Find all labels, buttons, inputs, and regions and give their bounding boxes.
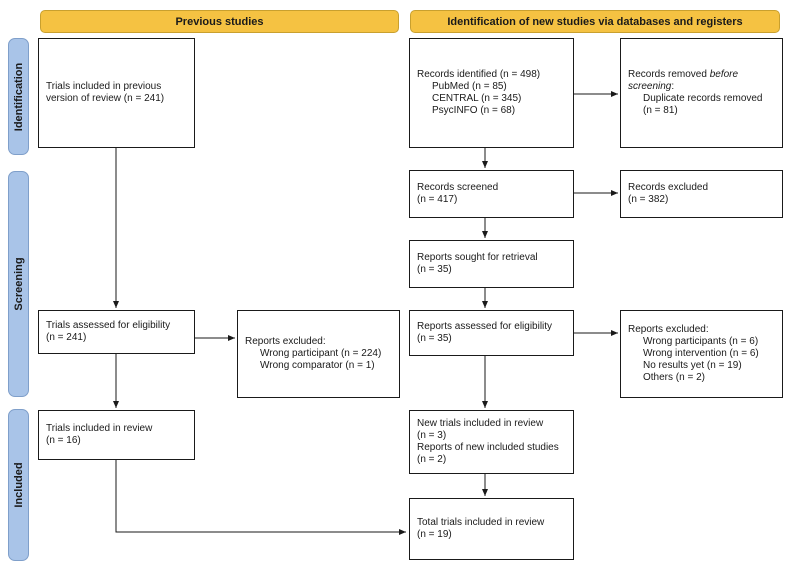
- records-removed-item: Duplicate records removed: [643, 93, 763, 104]
- new-excluded-title: Reports excluded:: [628, 324, 709, 335]
- box-total-trials: Total trials included in review (n = 19): [409, 498, 574, 560]
- new-excluded-item: Wrong participants (n = 6): [643, 336, 759, 347]
- records-removed-line2: screening:: [628, 81, 775, 93]
- new-excluded-item: Others (n = 2): [643, 372, 705, 383]
- reports-assessed-line1: Reports assessed for eligibility: [417, 321, 553, 332]
- header-new-studies: Identification of new studies via databa…: [410, 10, 780, 33]
- records-excluded-line1: Records excluded: [628, 182, 709, 193]
- header-previous-label: Previous studies: [175, 15, 264, 28]
- trials-review-line2: (n = 16): [46, 435, 81, 446]
- prev-excluded-item: Wrong comparator (n = 1): [260, 360, 375, 371]
- total-trials-line2: (n = 19): [417, 529, 452, 540]
- new-trials-line1: New trials included in review: [417, 418, 544, 429]
- records-identified-item: PsycINFO (n = 68): [432, 105, 516, 116]
- records-identified-item: CENTRAL (n = 345): [432, 93, 522, 104]
- stage-screening: Screening: [8, 171, 29, 397]
- records-removed-emph: before: [709, 69, 739, 80]
- new-excluded-item: No results yet (n = 19): [643, 360, 742, 371]
- new-excluded-item: Wrong intervention (n = 6): [643, 348, 759, 359]
- box-reports-sought: Reports sought for retrieval (n = 35): [409, 240, 574, 288]
- records-removed-colon: :: [671, 81, 675, 92]
- header-previous-studies: Previous studies: [40, 10, 399, 33]
- new-trials-line4: (n = 2): [417, 454, 447, 465]
- box-records-screened: Records screened (n = 417): [409, 170, 574, 218]
- stage-included: Included: [8, 409, 29, 561]
- reports-sought-line2: (n = 35): [417, 264, 452, 275]
- box-new-trials-included: New trials included in review (n = 3) Re…: [409, 410, 574, 474]
- records-removed-prefix: Records removed: [628, 69, 710, 80]
- reports-sought-line1: Reports sought for retrieval: [417, 252, 538, 263]
- stage-identification: Identification: [8, 38, 29, 155]
- box-records-identified: Records identified (n = 498) PubMed (n =…: [409, 38, 574, 148]
- box-reports-assessed: Reports assessed for eligibility (n = 35…: [409, 310, 574, 356]
- trials-prev-line1: Trials included in previous: [46, 81, 162, 92]
- records-removed-item: (n = 81): [643, 105, 678, 116]
- trials-review-line1: Trials included in review: [46, 423, 153, 434]
- new-trials-line3: Reports of new included studies: [417, 442, 559, 453]
- records-screened-line1: Records screened: [417, 182, 499, 193]
- prev-excluded-item: Wrong participant (n = 224): [260, 348, 382, 359]
- box-trials-included-previous: Trials included in previous version of r…: [38, 38, 195, 148]
- box-reports-excluded-previous: Reports excluded: Wrong participant (n =…: [237, 310, 400, 398]
- box-records-excluded: Records excluded (n = 382): [620, 170, 783, 218]
- arrow-included-to-total: [115, 460, 406, 535]
- prev-excluded-title: Reports excluded:: [245, 336, 326, 347]
- trials-assessed-line2: (n = 241): [46, 332, 87, 343]
- box-records-removed: Records removed before screening: Duplic…: [620, 38, 783, 148]
- records-removed-screening: screening: [628, 81, 672, 92]
- records-removed-line1: Records removed before: [628, 69, 775, 81]
- total-trials-line1: Total trials included in review: [417, 517, 545, 528]
- trials-prev-line2: version of review (n = 241): [46, 93, 165, 104]
- box-trials-assessed-eligibility: Trials assessed for eligibility (n = 241…: [38, 310, 195, 354]
- records-identified-item: PubMed (n = 85): [432, 81, 507, 92]
- box-trials-included-review: Trials included in review (n = 16): [38, 410, 195, 460]
- trials-assessed-line1: Trials assessed for eligibility: [46, 320, 171, 331]
- records-identified-title: Records identified (n = 498): [417, 69, 541, 80]
- records-excluded-line2: (n = 382): [628, 194, 669, 205]
- header-new-label: Identification of new studies via databa…: [447, 15, 743, 28]
- new-trials-line2: (n = 3): [417, 430, 447, 441]
- reports-assessed-line2: (n = 35): [417, 333, 452, 344]
- box-reports-excluded-new: Reports excluded: Wrong participants (n …: [620, 310, 783, 398]
- records-screened-line2: (n = 417): [417, 194, 458, 205]
